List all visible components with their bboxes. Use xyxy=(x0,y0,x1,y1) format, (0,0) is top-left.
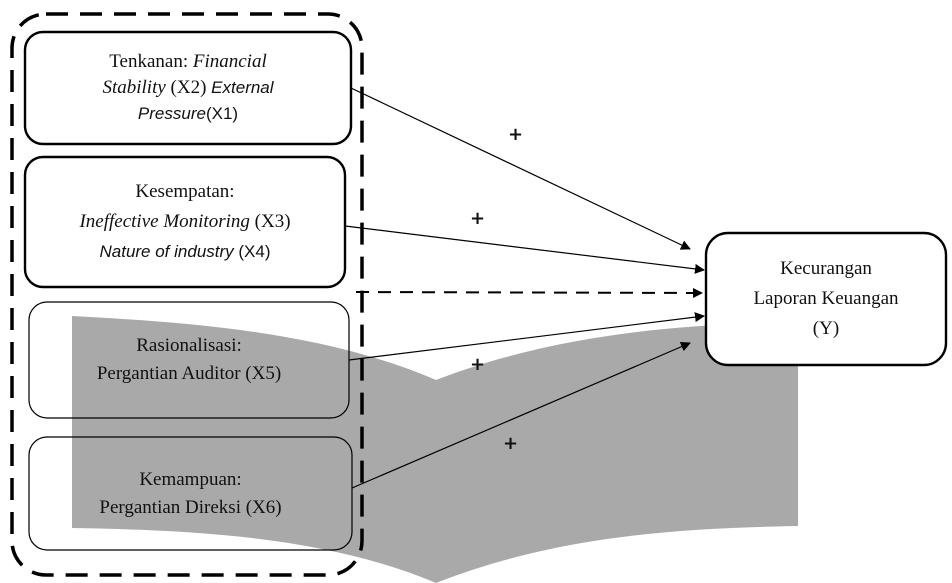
box-tekanan xyxy=(23,30,353,146)
box-outcome xyxy=(704,231,948,367)
sign-kesempatan: + xyxy=(470,208,486,229)
watermark-book-shape xyxy=(72,316,798,583)
sign-kemampuan: + xyxy=(503,433,519,454)
arrow-rasionalisasi-to-outcome xyxy=(348,312,705,361)
sign-rasionalisasi: + xyxy=(470,354,486,375)
arrow-tekanan-to-outcome xyxy=(350,87,691,250)
arrow-kesempatan-to-outcome xyxy=(344,225,705,274)
arrow-dashed-to-outcome xyxy=(355,287,703,298)
arrow-kemampuan-to-outcome xyxy=(351,341,691,489)
box-kemampuan xyxy=(28,436,353,551)
variable-group-dashed-border xyxy=(10,12,364,577)
sign-tekanan: + xyxy=(508,124,524,145)
box-kesempatan xyxy=(23,155,347,289)
